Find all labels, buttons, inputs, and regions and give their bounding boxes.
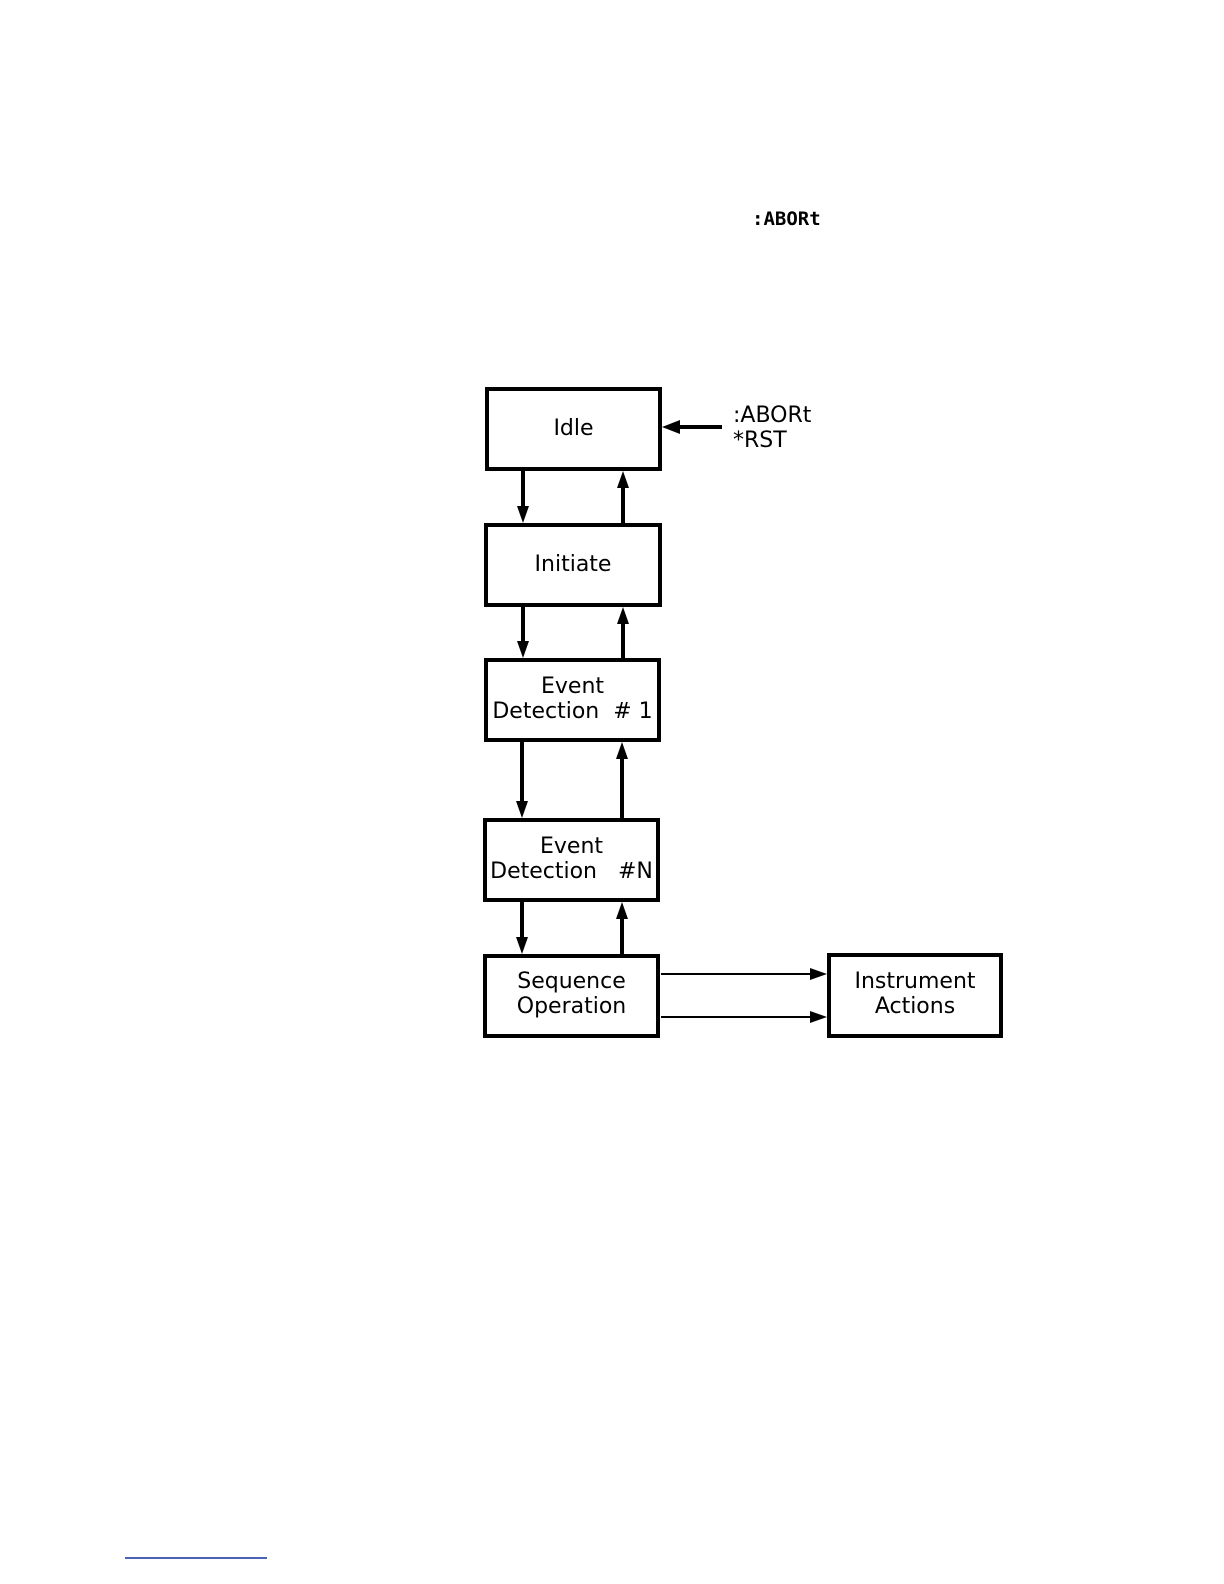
arrow-sequence-to-actions-upper xyxy=(661,968,827,980)
event-detection-n-label-line-1: Event xyxy=(540,834,603,859)
instrument-actions-label-line-1: Instrument xyxy=(854,969,975,994)
arrow-event-1-to-event-n xyxy=(516,742,528,818)
arrow-event-1-to-initiate xyxy=(617,607,629,658)
instrument-actions-label-line-2: Actions xyxy=(875,994,955,1019)
event-detection-1-label-line-1: Event xyxy=(541,674,604,699)
arrow-sequence-to-event-n xyxy=(616,902,628,954)
abort-command-label: :ABORt xyxy=(733,403,812,428)
arrow-initiate-to-event-1 xyxy=(517,607,529,658)
arrow-initiate-to-idle xyxy=(617,471,629,523)
sequence-operation-label-line-1: Sequence xyxy=(517,969,626,994)
event-detection-n-label-line-2: Detection #N xyxy=(490,859,653,884)
arrow-event-n-to-sequence xyxy=(516,902,528,954)
initiate-label: Initiate xyxy=(535,552,612,577)
rst-command-label: *RST xyxy=(733,428,787,453)
arrow-event-n-to-event-1 xyxy=(616,742,628,818)
sequence-operation-label-line-2: Operation xyxy=(517,994,626,1019)
event-detection-1-label-line-2: Detection # 1 xyxy=(492,699,652,724)
footnote-rule xyxy=(125,1557,267,1559)
abort-rst-arrow xyxy=(662,420,722,434)
arrow-idle-to-initiate xyxy=(517,471,529,523)
arrow-sequence-to-actions-lower xyxy=(661,1011,827,1023)
idle-label: Idle xyxy=(553,416,593,441)
